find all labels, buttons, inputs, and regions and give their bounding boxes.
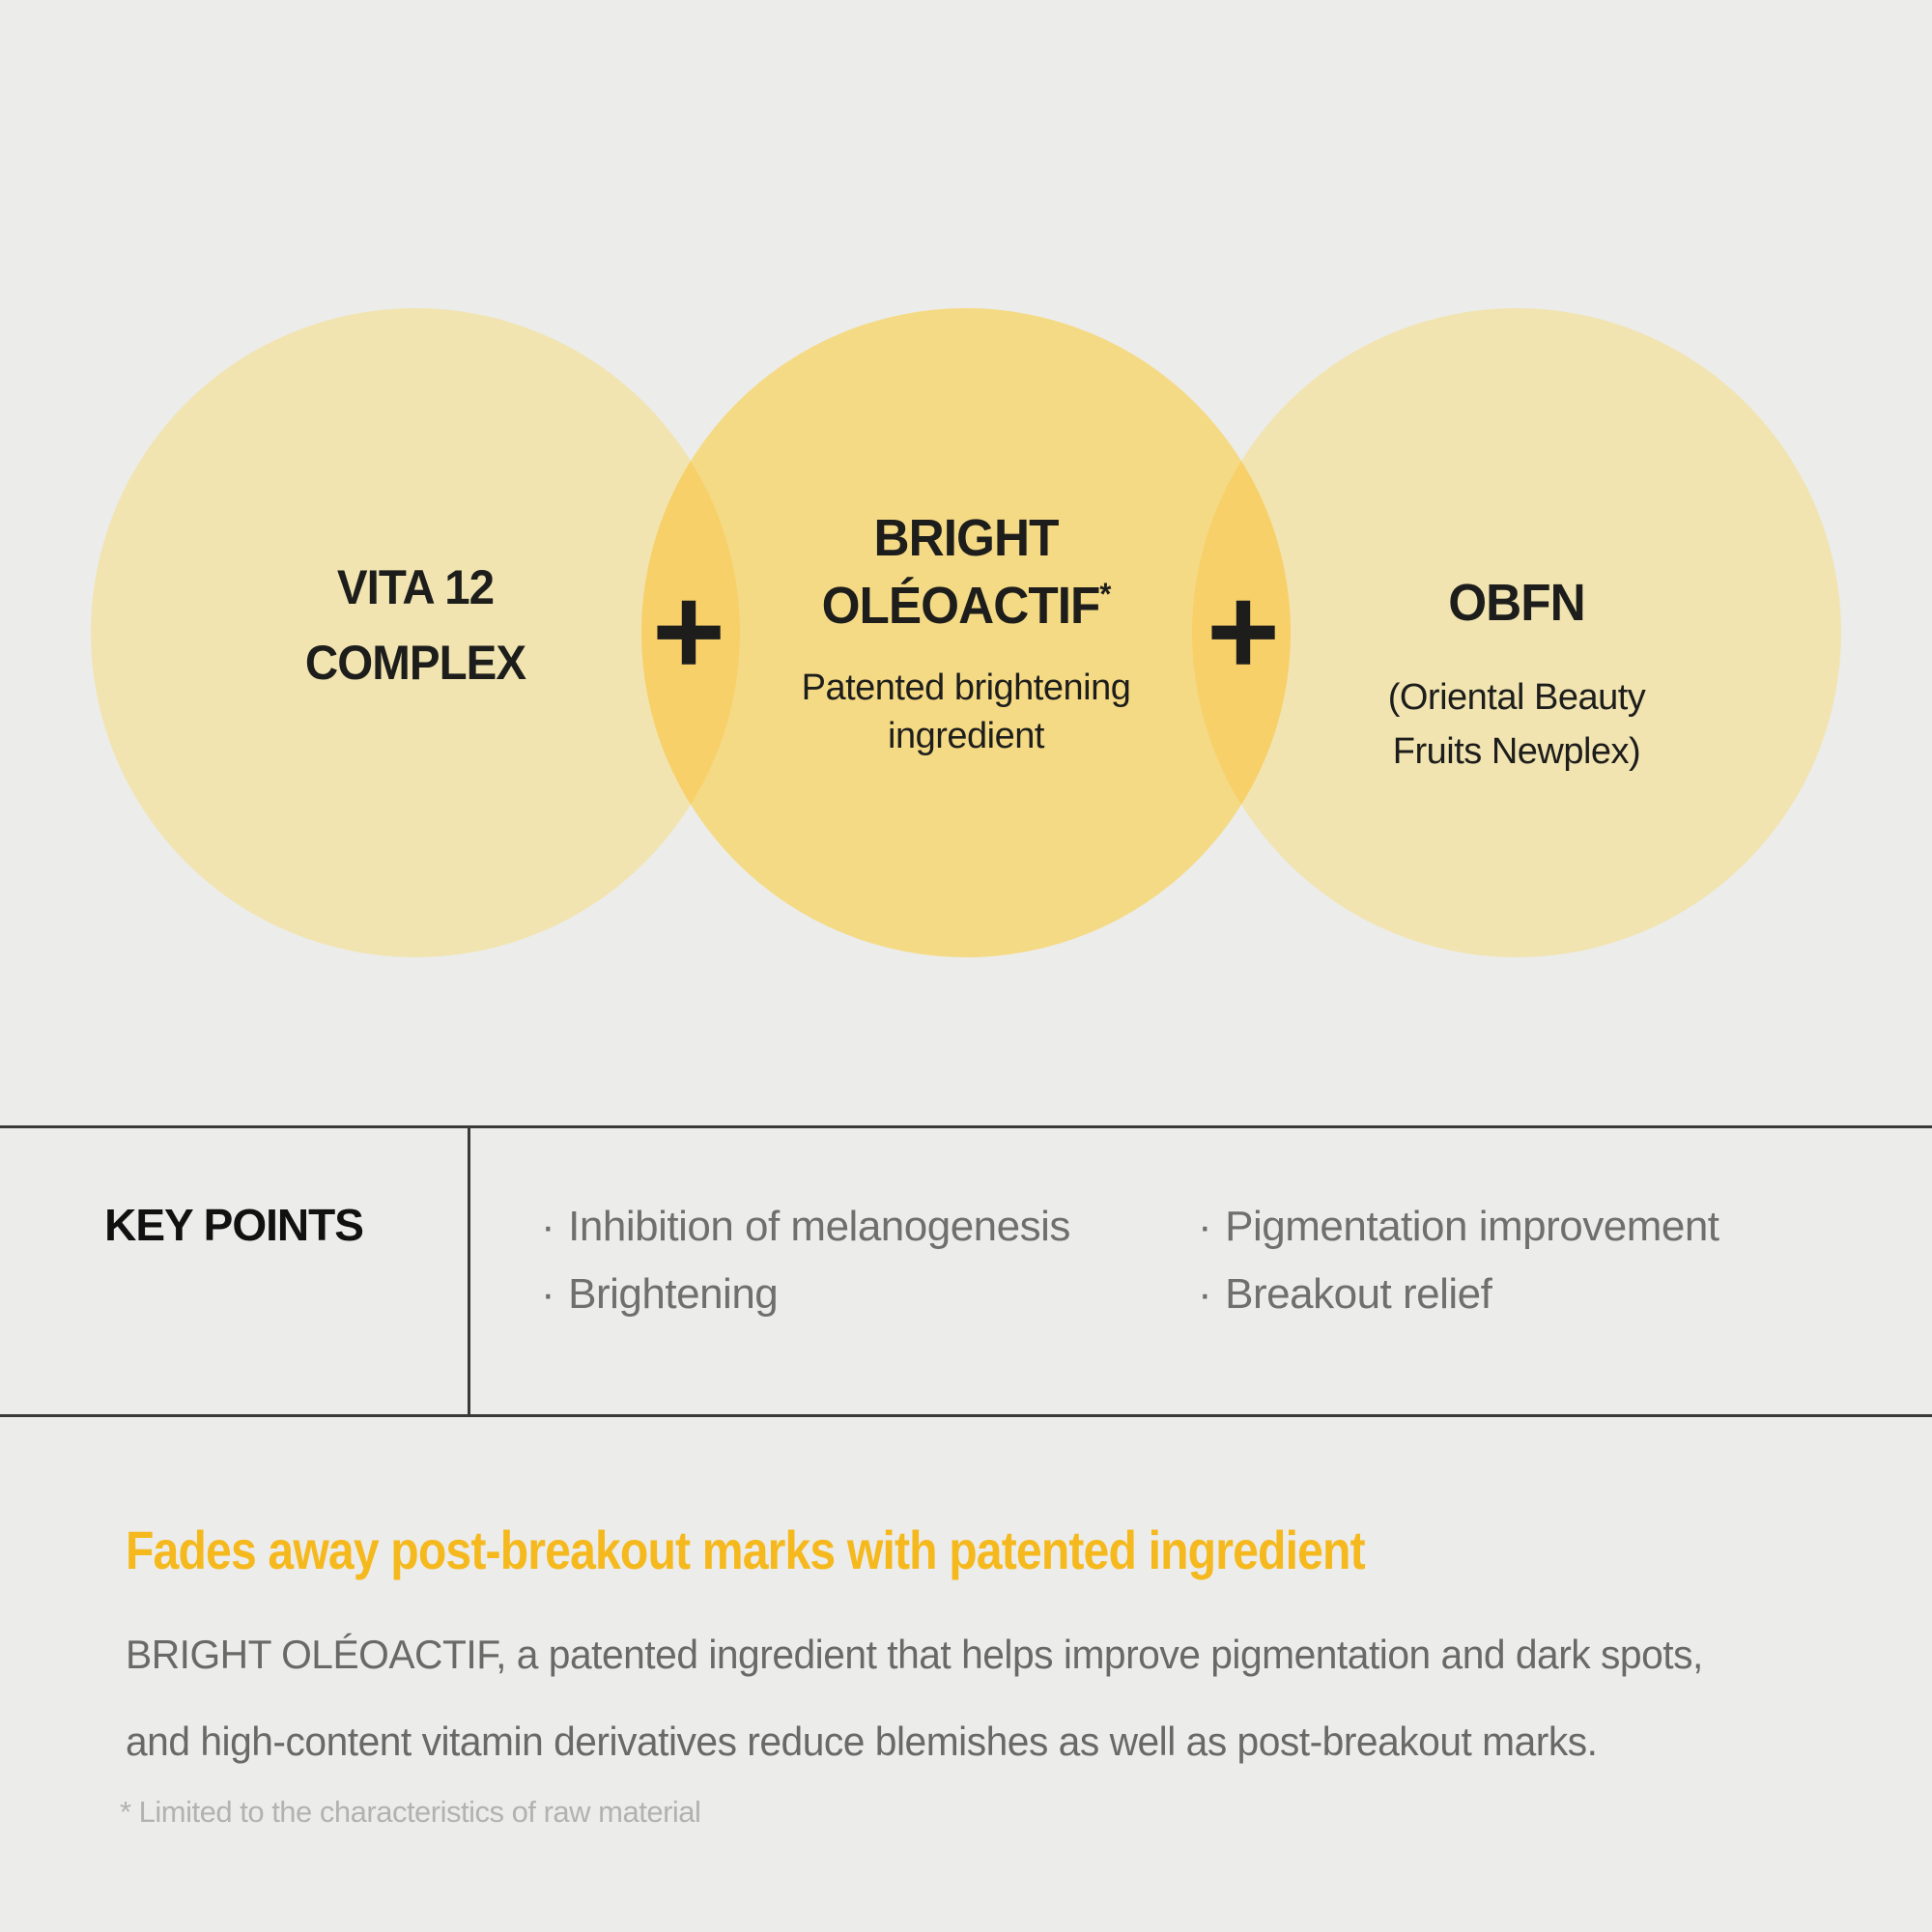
circle1-title-line1: VITA 12 (336, 560, 495, 614)
key-point-text: Brightening (568, 1270, 779, 1318)
footnote: * Limited to the characteristics of raw … (120, 1795, 701, 1829)
description-body-line1: BRIGHT OLÉOACTIF, a patented ingredient … (126, 1632, 1703, 1677)
circle1-title: VITA 12 COMPLEX (140, 550, 691, 700)
bullet-icon: · (1198, 1270, 1212, 1318)
key-point-text: Pigmentation improvement (1225, 1203, 1719, 1250)
circle2-subtitle: Patented brightening ingredient (676, 664, 1256, 760)
key-point-item: · Inhibition of melanogenesis (541, 1193, 1070, 1261)
plus-icon: + (652, 560, 725, 701)
circle-bright-oleoactif (641, 308, 1291, 957)
circle3-title-line1: OBFN (1448, 574, 1585, 632)
circle3-subtitle: (Oriental Beauty Fruits Newplex) (1227, 670, 1806, 779)
circle2-title: BRIGHT OLÉOACTIF* (691, 504, 1241, 639)
circle-vita12 (91, 308, 740, 957)
venn-diagram (91, 308, 1841, 957)
key-point-text: Breakout relief (1225, 1270, 1492, 1318)
key-point-text: Inhibition of melanogenesis (568, 1203, 1070, 1250)
circle-obfn (1192, 308, 1841, 957)
description-body-line2: and high-content vitamin derivatives red… (126, 1719, 1598, 1764)
bullet-icon: · (1198, 1203, 1212, 1250)
key-points-column-2: · Pigmentation improvement · Breakout reli… (1198, 1193, 1719, 1328)
table-vertical-divider (468, 1128, 470, 1414)
bullet-icon: · (541, 1203, 555, 1250)
key-point-item: · Brightening (541, 1261, 1070, 1328)
asterisk-superscript: * (1099, 577, 1111, 611)
key-points-table: KEY POINTS · Inhibition of melanogenesis … (0, 1125, 1932, 1417)
key-point-item: · Pigmentation improvement (1198, 1193, 1719, 1261)
key-points-label: KEY POINTS (104, 1200, 364, 1250)
circle2-title-line2: OLÉOACTIF* (821, 577, 1112, 635)
circle2-title-line1: BRIGHT (873, 509, 1060, 567)
circle1-title-line2: COMPLEX (304, 636, 526, 690)
plus-icon: + (1207, 560, 1280, 701)
circle2-subtitle-line2: ingredient (888, 716, 1044, 756)
key-point-item: · Breakout relief (1198, 1261, 1719, 1328)
bullet-icon: · (541, 1270, 555, 1318)
circle3-subtitle-line1: (Oriental Beauty (1387, 677, 1646, 718)
description-body: BRIGHT OLÉOACTIF, a patented ingredient … (126, 1611, 1703, 1785)
circle3-subtitle-line2: Fruits Newplex) (1392, 731, 1641, 772)
circle2-subtitle-line1: Patented brightening (801, 668, 1131, 708)
circle3-title: OBFN (1241, 569, 1792, 637)
key-points-column-1: · Inhibition of melanogenesis · Brightenin… (541, 1193, 1070, 1328)
description-heading: Fades away post-breakout marks with pate… (126, 1520, 1366, 1580)
